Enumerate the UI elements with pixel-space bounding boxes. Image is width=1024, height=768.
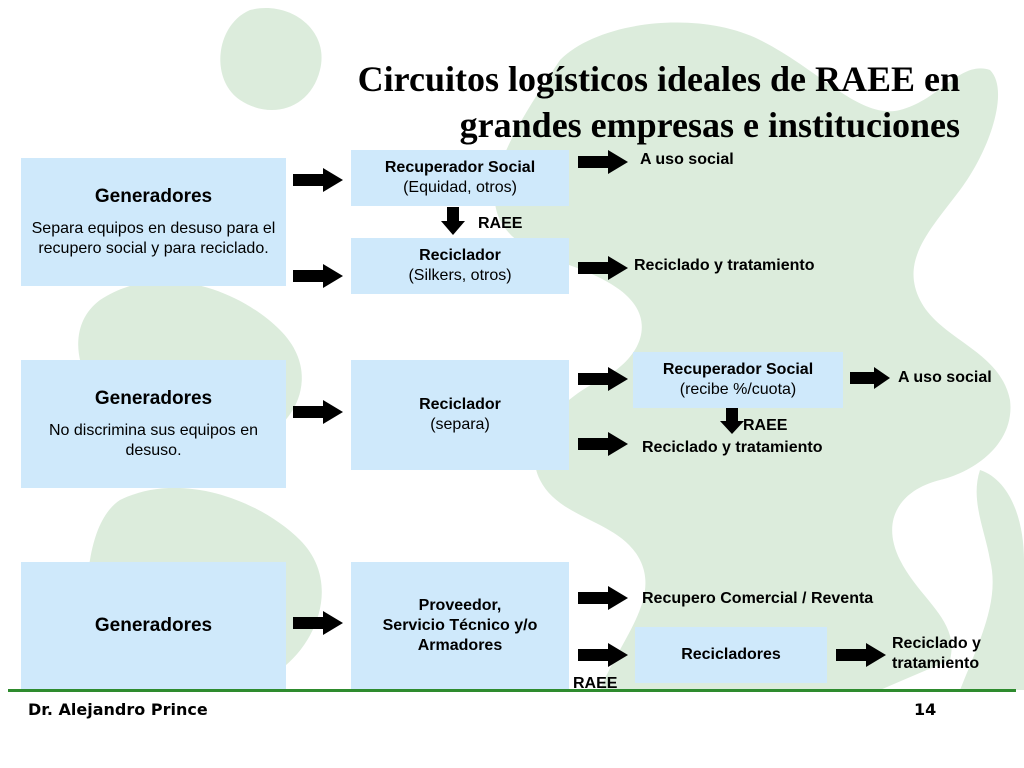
row1-generator-heading: Generadores: [94, 186, 213, 207]
row2-recycler-sub: (separa): [430, 416, 490, 433]
slide-title: Circuitos logísticos ideales de RAEE en …: [200, 56, 960, 148]
row2-down-arrow: [720, 408, 744, 434]
title-line-1: Circuitos logísticos ideales de RAEE en: [357, 59, 960, 99]
footer-page-number: 14: [914, 700, 937, 719]
row3-arrow-recycle-out: [836, 643, 886, 667]
row2-out-social: A uso social: [898, 369, 992, 386]
row1-recycler-box: Reciclador (Silkers, otros): [351, 238, 569, 294]
row2-generator-heading: Generadores: [94, 388, 213, 409]
row3-provider-line2: Servicio Técnico y/o: [382, 617, 538, 634]
row3-provider-box: Proveedor, Servicio Técnico y/o Armadore…: [351, 562, 569, 690]
row2-out-recycle: Reciclado y tratamiento: [642, 439, 823, 456]
row2-recycler-heading: Reciclador: [419, 396, 501, 413]
row3-out-recycle: Reciclado y tratamiento: [892, 634, 981, 674]
row1-recycler-sub: (Silkers, otros): [408, 267, 512, 284]
footer-divider: [8, 689, 1016, 692]
row1-arrow-social-out: [578, 150, 628, 174]
row1-out-social: A uso social: [640, 151, 734, 168]
row3-generator-heading: Generadores: [94, 615, 213, 636]
row2-social-recovery-box: Recuperador Social (recibe %/cuota): [633, 352, 843, 408]
row2-recycler-box: Reciclador (separa): [351, 360, 569, 470]
row3-raee-label: RAEE: [573, 675, 618, 692]
row3-out-commercial: Recupero Comercial / Reventa: [642, 590, 874, 607]
row2-social-sub: (recibe %/cuota): [679, 381, 797, 398]
row3-generator-box: Generadores: [21, 562, 286, 690]
row1-social-recovery-box: Recuperador Social (Equidad, otros): [351, 150, 569, 206]
row2-generator-text: No discrimina sus equipos en desuso.: [49, 422, 258, 459]
row3-recyclers-box: Recicladores: [635, 627, 827, 683]
row1-out-recycle: Reciclado y tratamiento: [634, 257, 815, 274]
row1-generator-text: Separa equipos en desuso para el recuper…: [31, 220, 276, 257]
row2-raee-label: RAEE: [743, 417, 788, 434]
row3-arrow-commercial: [578, 586, 628, 610]
row1-recycler-heading: Reciclador: [419, 247, 501, 264]
row3-provider-line1: Proveedor,: [418, 597, 502, 614]
row3-out-recycle-line2: tratamiento: [892, 655, 980, 672]
row1-generator-box: Generadores Separa equipos en desuso par…: [21, 158, 286, 286]
row1-social-sub: (Equidad, otros): [403, 179, 517, 196]
row3-arrow-to-recyclers: [578, 643, 628, 667]
title-line-2: grandes empresas e instituciones: [459, 105, 960, 145]
row3-recyclers-heading: Recicladores: [681, 646, 781, 663]
row2-arrow-to-social: [578, 367, 628, 391]
row1-arrow-to-recycler: [293, 264, 343, 288]
row2-arrow-social-out: [850, 367, 890, 389]
row1-arrow-to-social: [293, 168, 343, 192]
row3-out-recycle-line1: Reciclado y: [892, 635, 981, 652]
row3-provider-line3: Armadores: [417, 637, 503, 654]
row2-arrow-to-recycler: [293, 400, 343, 424]
row2-arrow-to-recycle: [578, 432, 628, 456]
row3-arrow-to-provider: [293, 611, 343, 635]
footer-author: Dr. Alejandro Prince: [28, 700, 208, 719]
row1-arrow-recycle-out: [578, 256, 628, 280]
row1-raee-label: RAEE: [478, 215, 523, 232]
row2-generator-box: Generadores No discrimina sus equipos en…: [21, 360, 286, 488]
row1-down-arrow: [441, 207, 465, 235]
row1-social-heading: Recuperador Social: [384, 159, 536, 176]
row2-social-heading: Recuperador Social: [662, 361, 814, 378]
